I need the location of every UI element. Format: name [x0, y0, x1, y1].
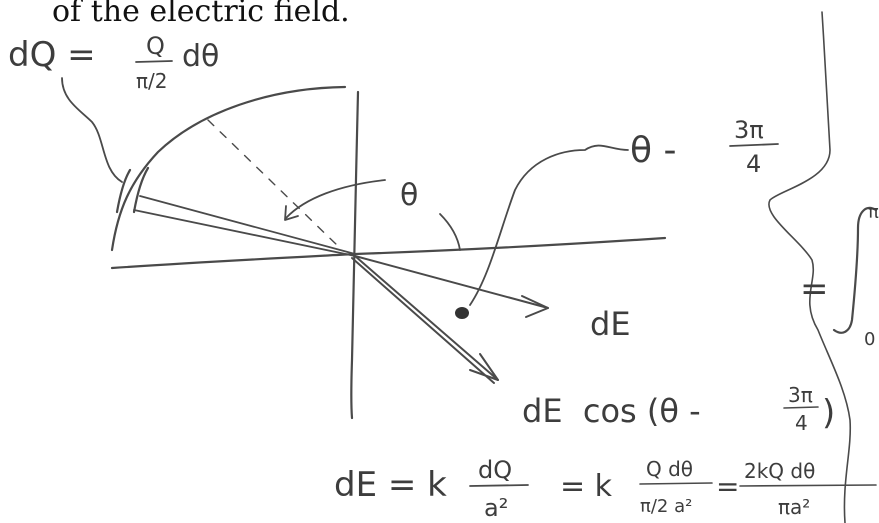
theta-angle-arrowhead: [284, 205, 299, 221]
angle-label-theta: θ -: [630, 130, 676, 171]
dq-numerator: Q: [146, 32, 165, 60]
dEcos-close: ): [822, 393, 835, 433]
dq-leader: [61, 77, 123, 183]
dEcos-bar: [783, 406, 819, 409]
integral-upper-limit: π: [868, 202, 879, 223]
vertical-axis: [350, 90, 360, 420]
integral-sign: [832, 206, 878, 334]
dEcos-denominator: 4: [795, 411, 808, 435]
eq1-lhs: dE = k: [334, 465, 447, 505]
eq3-lhs: =: [716, 470, 739, 503]
eq3-bar: [739, 484, 877, 487]
eq1-numerator: dQ: [478, 456, 512, 484]
dE-label: dE: [590, 305, 631, 343]
integral-lower-limit: 0: [864, 329, 875, 350]
eq2-numerator: Q dθ: [646, 457, 693, 481]
dEcos-label: dE cos (θ -: [522, 392, 701, 430]
angle-label-numerator: 3π: [734, 116, 764, 144]
eq1-bar: [469, 484, 529, 487]
theta-angle-arc: [285, 179, 386, 219]
dq-denominator: π/2: [136, 69, 168, 93]
integral-equals: =: [800, 269, 829, 309]
ray-upper: [139, 195, 356, 255]
right-boundary-line: [768, 11, 852, 523]
eq1-denominator: a²: [484, 494, 508, 522]
ray-lower: [133, 209, 356, 257]
eq3-denominator: πa²: [778, 495, 810, 519]
theta-label: θ: [400, 178, 418, 213]
eq2-denominator: π/2 a²: [640, 496, 692, 517]
dq-dtheta: dθ: [182, 39, 219, 74]
eq2-bar: [639, 482, 713, 485]
dq-fraction-bar: [135, 60, 173, 63]
charged-arc: [110, 85, 347, 252]
horizontal-axis: [110, 236, 667, 270]
dq-lhs: dQ =: [8, 35, 96, 75]
dE-cos-vector: [351, 255, 499, 384]
printed-text-line: of the electric field.: [52, 0, 350, 29]
dEcos-numerator: 3π: [788, 383, 813, 407]
dE-arrowhead: [521, 295, 549, 318]
dE-vector: [354, 255, 549, 309]
dE-cos-arrowhead: [469, 353, 499, 381]
theta-tick: [439, 213, 461, 251]
eq3-numerator: 2kQ dθ: [744, 459, 815, 483]
angle-label-bar: [729, 143, 779, 147]
angle-leader-dot: [455, 307, 469, 319]
angle-label-denominator: 4: [746, 150, 761, 178]
angle-leader: [469, 144, 629, 306]
arc-element: [115, 166, 150, 214]
bisector-dashed-line: [207, 119, 341, 249]
eq2-lhs: = k: [560, 469, 613, 504]
